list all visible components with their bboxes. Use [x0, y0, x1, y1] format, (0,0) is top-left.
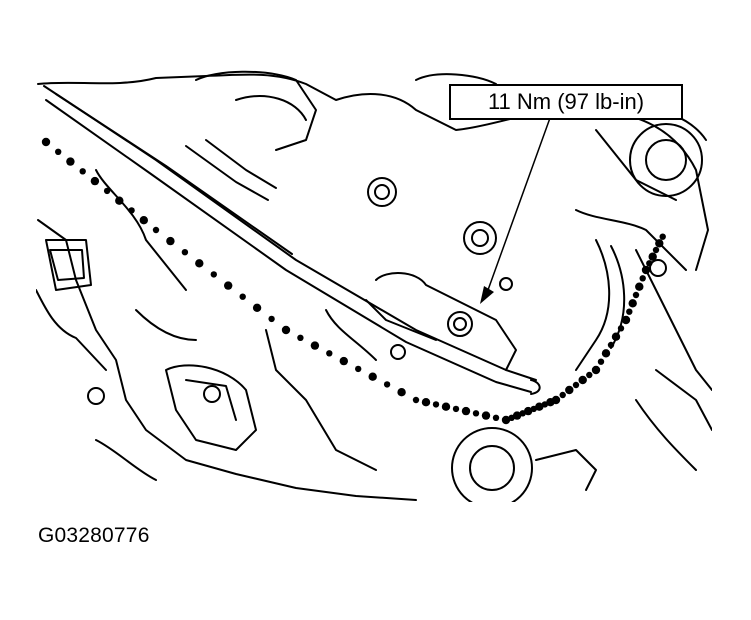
chain-link [597, 358, 605, 365]
chain-link [524, 406, 533, 416]
chain-link [139, 216, 148, 225]
chain-link [611, 332, 621, 341]
chain-link [55, 148, 62, 155]
chain-link [224, 281, 233, 290]
chain-link [152, 226, 160, 234]
chain-link [432, 401, 440, 408]
chain-link [90, 176, 100, 186]
chain-link [297, 334, 304, 341]
chain-link [166, 236, 175, 246]
chain-link [355, 365, 362, 373]
chain-guide-lower-edge [45, 99, 532, 393]
upper-bolt [367, 177, 397, 207]
chain-link [397, 388, 406, 397]
chain-link [66, 157, 75, 166]
chain-link [641, 265, 651, 275]
chain-link [481, 411, 491, 420]
timing-chain [41, 137, 666, 425]
block-housing [45, 239, 92, 291]
chain-link [326, 350, 333, 357]
chain-link [268, 315, 275, 323]
engine-casting-left [37, 219, 417, 501]
callout-arrowhead [480, 286, 494, 304]
chain-link [586, 371, 593, 379]
callout-leader-line [487, 117, 551, 291]
chain-link [239, 293, 246, 300]
chain-link [559, 391, 566, 399]
chain-link [639, 275, 646, 282]
torque-value: 11 Nm (97 lb-in) [487, 89, 645, 114]
guide-mount-plate [375, 272, 517, 371]
torque-callout: 11 Nm (97 lb-in) [449, 84, 683, 120]
chain-link [646, 260, 653, 267]
chain-link [632, 291, 640, 299]
chain-link [79, 168, 86, 175]
chain-link [512, 411, 522, 420]
chain-link [461, 406, 471, 416]
chain-link [210, 271, 217, 278]
chain-link [621, 315, 631, 325]
chain-link [195, 259, 204, 268]
chain-link [452, 405, 460, 413]
chain-link [368, 372, 377, 381]
figure-id: G03280776 [38, 524, 150, 547]
chain-link [421, 398, 431, 407]
chain-link [565, 385, 574, 395]
chain-link [472, 410, 480, 417]
chain-link [501, 415, 511, 425]
crankshaft-sprocket [451, 427, 533, 502]
guide-bolt [447, 311, 473, 337]
chain-link [628, 299, 637, 308]
timing-chain-guide-illustration [36, 70, 712, 502]
chain-link [591, 365, 601, 375]
chain-link [115, 196, 124, 205]
chain-link [635, 282, 644, 291]
chain-link [281, 325, 291, 335]
chain-link [310, 341, 320, 350]
chain-link [655, 239, 664, 248]
chain-link [626, 308, 633, 315]
chain-link [601, 349, 611, 358]
chain-link [578, 375, 587, 385]
chain-link [572, 381, 580, 389]
mount-bolt [463, 221, 497, 255]
chain-link [617, 325, 625, 332]
chain-link [339, 356, 348, 366]
chain-link [607, 341, 615, 349]
chain-link [652, 246, 660, 254]
tensioner-arm [575, 239, 611, 371]
chain-link [412, 396, 420, 404]
chain-link [103, 187, 111, 195]
chain-link [659, 233, 666, 240]
chain-link [181, 249, 189, 256]
chain-link [535, 402, 544, 411]
chain-link [492, 414, 500, 421]
chain-link [41, 137, 51, 147]
chain-link [648, 252, 657, 261]
lower-bracket [165, 364, 257, 451]
chain-link [252, 303, 262, 312]
chain-link [441, 402, 451, 411]
chain-link [383, 381, 391, 388]
chain-link [551, 395, 561, 405]
chain-link [128, 207, 135, 214]
